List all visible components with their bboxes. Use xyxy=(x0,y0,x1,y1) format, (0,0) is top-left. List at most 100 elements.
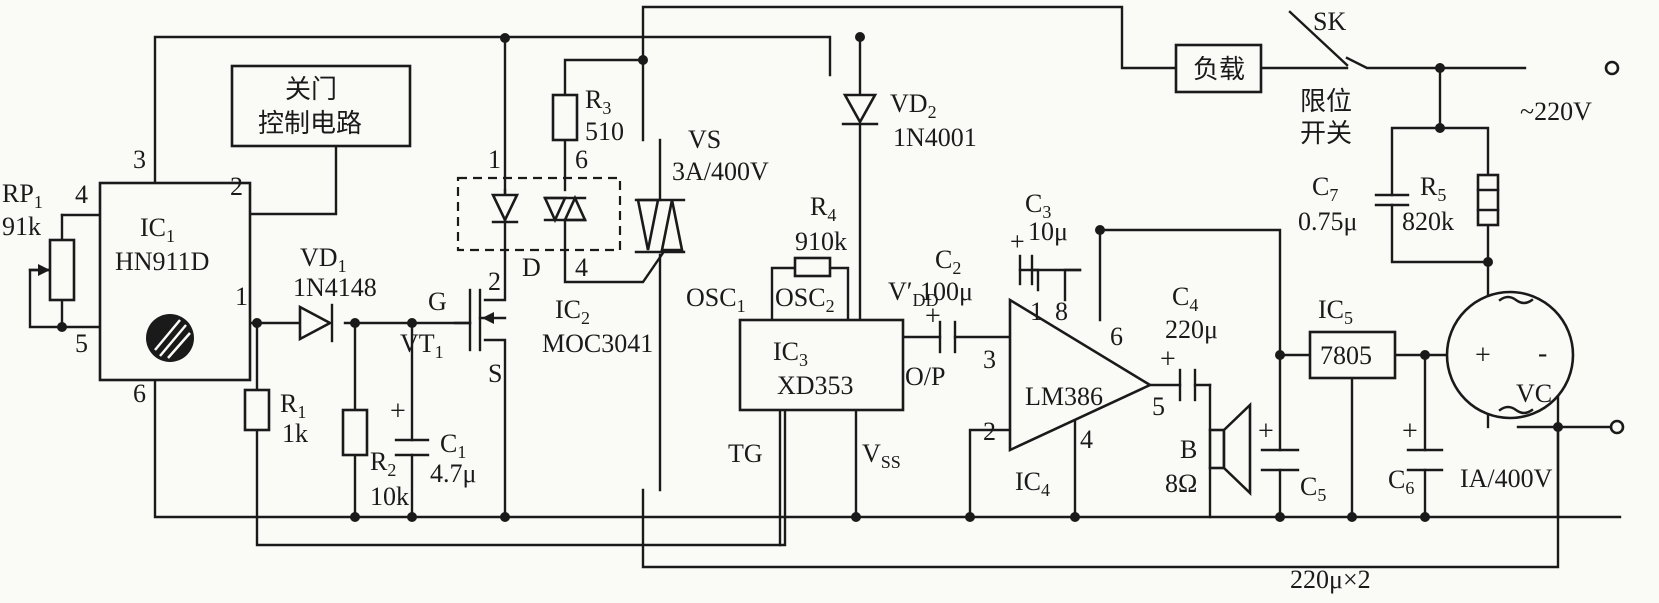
ic1-name: IC xyxy=(140,213,166,242)
ic4-name: IC xyxy=(1015,467,1041,496)
ic2-optocoupler: 1 6 2 4 D IC2 MOC3041 xyxy=(456,145,653,358)
c5-name: C xyxy=(1300,472,1317,501)
ic1-sensor: IC1 HN911D 3 2 4 5 1 6 xyxy=(75,145,252,408)
door-control-box: 关门 控制电路 xyxy=(230,64,412,148)
ic2-name: IC xyxy=(555,295,581,324)
mains-label: ~220V xyxy=(1520,97,1592,126)
ic4-pin6: 6 xyxy=(1110,322,1123,351)
svg-text:VD1: VD1 xyxy=(300,243,347,276)
ic3-vss: V xyxy=(862,439,881,468)
load-label: 负载 xyxy=(1193,55,1245,85)
c3-value: 10μ xyxy=(1028,217,1068,246)
ic2-pin1: 1 xyxy=(488,145,501,174)
svg-text:R3: R3 xyxy=(585,85,611,118)
c4-sub: 4 xyxy=(1189,295,1198,315)
r5-value: 820k xyxy=(1402,207,1454,236)
c3-sub: 3 xyxy=(1042,202,1051,222)
bridge-plus: + xyxy=(1475,340,1491,371)
c7-value: 0.75μ xyxy=(1298,207,1357,236)
vd2-sub: 2 xyxy=(928,102,937,122)
r5-name: R xyxy=(1420,172,1438,201)
c2-sub: 2 xyxy=(952,258,961,278)
limit-switch: SK 限位 开关 xyxy=(1288,7,1352,149)
ic3-vdd: V′ xyxy=(888,277,912,306)
mains-terminals: ~220V xyxy=(1520,60,1625,435)
c5-sub: 5 xyxy=(1317,485,1326,505)
junctions xyxy=(57,32,1563,522)
vt1-name: VT xyxy=(400,329,435,358)
ic1-pin2: 2 xyxy=(230,172,243,201)
svg-text:C1: C1 xyxy=(440,429,466,462)
svg-text:C5: C5 xyxy=(1300,472,1326,505)
speaker-value: 8Ω xyxy=(1165,469,1197,498)
c6-name: C xyxy=(1388,465,1405,494)
c7-capacitor: C7 0.75μ xyxy=(1298,172,1410,236)
r4-value: 910k xyxy=(795,227,847,256)
c2-plus: + xyxy=(925,301,941,332)
ic3-osc1: OSC xyxy=(686,283,737,312)
r1-value: 1k xyxy=(282,419,308,448)
vd2-diode: VD2 1N4001 xyxy=(841,89,977,152)
door-control-line1: 关门 xyxy=(285,75,337,105)
c1-capacitor: + C1 4.7μ xyxy=(390,396,476,488)
svg-text:C7: C7 xyxy=(1312,172,1338,205)
svg-text:VSS: VSS xyxy=(862,439,901,472)
ic3-sub: 3 xyxy=(799,350,808,370)
vd1-diode: VD1 1N4148 xyxy=(293,243,377,343)
svg-text:IC5: IC5 xyxy=(1318,295,1353,328)
ic1-pin6: 6 xyxy=(133,379,146,408)
vc-name: VC xyxy=(1516,379,1552,408)
ic3-part: XD353 xyxy=(777,371,854,400)
c4-name: C xyxy=(1172,282,1189,311)
svg-text:IC4: IC4 xyxy=(1015,467,1050,500)
c1-sub: 1 xyxy=(457,442,466,462)
ic1-pin5: 5 xyxy=(75,329,88,358)
vd2-name: VD xyxy=(890,89,928,118)
c2-name: C xyxy=(935,245,952,274)
bridge-minus: - xyxy=(1538,338,1547,369)
bridge-rectifier: + - VC IA/400V xyxy=(1445,290,1575,493)
sk-name: SK xyxy=(1313,7,1346,36)
vc-value: IA/400V xyxy=(1460,464,1553,493)
c3-name: C xyxy=(1025,189,1042,218)
svg-text:OSC2: OSC2 xyxy=(775,283,835,316)
vt1-mosfet: G VT1 S xyxy=(400,287,502,388)
r4-sub: 4 xyxy=(827,205,836,225)
ic3-op: O/P xyxy=(905,362,945,391)
ic4-pin4: 4 xyxy=(1080,425,1093,454)
r2-value: 10k xyxy=(370,482,409,511)
ic2-pin6: 6 xyxy=(575,145,588,174)
speaker-name: B xyxy=(1180,435,1197,464)
r2-resistor: R2 10k xyxy=(341,408,409,511)
speaker-icon: B 8Ω xyxy=(1165,401,1252,498)
ic2-pin2: 2 xyxy=(488,267,501,296)
ic3-vss-sub: SS xyxy=(881,452,901,472)
r5-sub: 5 xyxy=(1437,185,1446,205)
ic5-sub: 5 xyxy=(1344,308,1353,328)
c5-capacitor: + C5 220μ×2 xyxy=(1258,416,1371,594)
svg-text:R2: R2 xyxy=(370,447,396,480)
c7-sub: 7 xyxy=(1329,185,1338,205)
ic4-pin8: 8 xyxy=(1055,297,1068,326)
r4-resistor: R4 910k xyxy=(793,192,847,278)
ic4-amplifier: LM386 1 8 3 2 4 6 5 IC4 xyxy=(983,297,1165,500)
c5-c6-value: 220μ×2 xyxy=(1290,565,1371,594)
c1-value: 4.7μ xyxy=(430,459,476,488)
svg-text:C4: C4 xyxy=(1172,282,1198,315)
c6-plus: + xyxy=(1402,416,1418,447)
vt1-gate: G xyxy=(428,287,447,316)
c3-capacitor: + C3 10μ xyxy=(1010,189,1082,286)
ic4-pin1: 1 xyxy=(1030,297,1043,326)
sk-line2: 开关 xyxy=(1300,119,1352,149)
ic4-pin3: 3 xyxy=(983,345,996,374)
svg-text:R1: R1 xyxy=(280,389,306,422)
r1-resistor: R1 1k xyxy=(243,388,308,448)
c5-plus: + xyxy=(1258,416,1274,447)
c2-value: 100μ xyxy=(920,277,973,306)
ic5-name: IC xyxy=(1318,295,1344,324)
rp1-potentiometer: RP1 91k xyxy=(2,179,76,302)
svg-text:C2: C2 xyxy=(935,245,961,278)
r3-resistor: R3 510 xyxy=(551,85,624,146)
vd1-sub: 1 xyxy=(338,256,347,276)
